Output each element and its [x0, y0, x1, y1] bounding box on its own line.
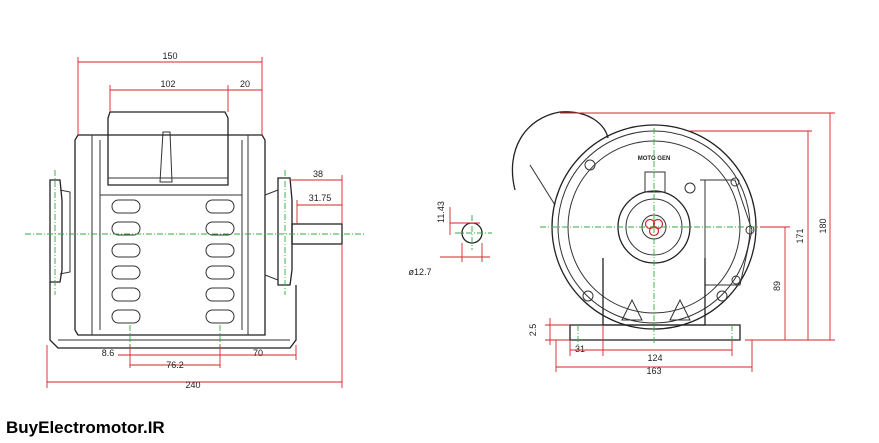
- dim-38: 38: [313, 169, 323, 179]
- dim-2-5: 2.5: [528, 324, 538, 337]
- dim-124: 124: [647, 353, 662, 363]
- front-view: MOTO GEN: [511, 111, 770, 345]
- dim-240: 240: [185, 380, 200, 390]
- dim-70: 70: [253, 348, 263, 358]
- dim-102: 102: [160, 79, 175, 89]
- shaft-section: [440, 207, 492, 262]
- dim-31-75: 31.75: [309, 193, 332, 203]
- front-view-dimensions: 2.5 31 124 163 89 171 180: [528, 112, 835, 376]
- dim-171: 171: [795, 228, 805, 243]
- dim-31: 31: [575, 344, 585, 354]
- side-view: [25, 111, 365, 349]
- side-view-dimensions: 150 102 20 38 31.75 8.6 76.2 70 240: [46, 51, 343, 390]
- dim-11-43: 11.43: [436, 201, 446, 223]
- dim-163: 163: [646, 366, 661, 376]
- dim-89: 89: [772, 281, 782, 291]
- brand-watermark: BuyElectromotor.IR: [6, 418, 165, 437]
- dim-20: 20: [240, 79, 250, 89]
- dim-8-6: 8.6: [102, 348, 115, 358]
- dim-180: 180: [818, 218, 828, 233]
- shaft-dimensions: 11.43 ø12.7: [408, 201, 446, 277]
- dim-150: 150: [162, 51, 177, 61]
- cooling-slots: [111, 199, 235, 324]
- dim-76-2: 76.2: [166, 360, 184, 370]
- dim-12-7: ø12.7: [408, 267, 431, 277]
